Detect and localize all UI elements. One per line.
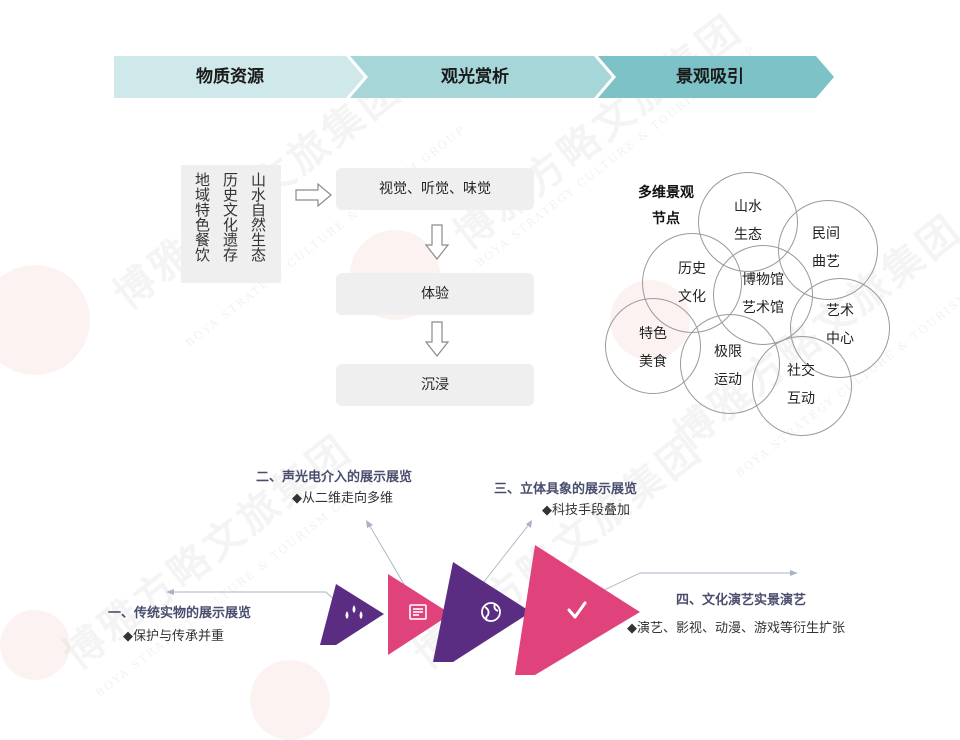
- leader-line-stage-3: [482, 522, 531, 584]
- stage-triangle-4: [515, 545, 640, 675]
- nodes-title: 多维景观 节点: [626, 180, 706, 232]
- node-label-social: 社交互动: [787, 363, 815, 407]
- flow-step-immersion: 沉浸: [336, 364, 534, 406]
- nodes-title-line1: 多维景观: [638, 185, 694, 201]
- banner-arrow-1: [114, 56, 364, 98]
- stage-desc-3: ◆科技手段叠加: [542, 503, 630, 518]
- watermark-logo: [0, 265, 90, 375]
- stage-triangle-1: [320, 584, 384, 645]
- banner-arrow-3: [598, 56, 834, 98]
- down-arrow-icon: [424, 321, 450, 357]
- watermark-logo: [0, 610, 70, 680]
- globe-icon: [481, 602, 501, 622]
- right-arrow-icon: [295, 182, 332, 208]
- node-circle-social: [752, 336, 852, 436]
- resource-column-food: 地域特色餐饮: [193, 172, 211, 262]
- node-label-landscape: 山水生态: [734, 199, 762, 243]
- resource-column-nature: 山水自然生态: [249, 172, 267, 262]
- banner-step-2: 观光赏析: [441, 67, 509, 87]
- node-label-history: 历史文化: [678, 261, 706, 305]
- stage-title-4: 四、文化演艺实景演艺: [676, 593, 807, 608]
- stage-title-1: 一、传统实物的展示展览: [108, 606, 252, 621]
- stages-graphic: [166, 520, 798, 675]
- resource-column-heritage: 历史文化遗存: [221, 172, 239, 262]
- node-label-folk-art: 民间曲艺: [812, 226, 840, 270]
- stage-title-3: 三、立体具象的展示展览: [494, 482, 638, 497]
- stage-desc-4: ◆演艺、影视、动漫、游戏等衍生扩张: [627, 621, 845, 636]
- flow-step-experience: 体验: [336, 273, 534, 315]
- document-icon: [409, 604, 427, 620]
- banner-arrow-2: [350, 56, 612, 98]
- stage-triangle-2: [388, 574, 451, 655]
- leader-line-stage-4: [599, 572, 641, 593]
- flow-step-senses: 视觉、听觉、味觉: [336, 168, 534, 210]
- node-label-art-center: 艺术中心: [826, 303, 854, 347]
- leader-line-stage-2: [367, 522, 412, 597]
- check-icon: [567, 601, 587, 619]
- process-banner: [114, 56, 834, 98]
- resources-box: [181, 165, 281, 283]
- node-label-food: 特色美食: [639, 326, 667, 370]
- banner-step-1: 物质资源: [196, 67, 264, 87]
- node-label-museum: 博物馆艺术馆: [742, 272, 784, 316]
- stage-desc-1: ◆保护与传承并重: [123, 629, 224, 644]
- node-label-extreme-sports: 极限运动: [714, 344, 742, 388]
- nodes-title-line2: 节点: [652, 211, 680, 227]
- stage-desc-2: ◆从二维走向多维: [292, 491, 393, 506]
- water-drops-icon: [345, 605, 363, 619]
- stage-title-2: 二、声光电介入的展示展览: [256, 470, 413, 485]
- down-arrow-icon: [424, 224, 450, 260]
- banner-step-3: 景观吸引: [676, 67, 744, 87]
